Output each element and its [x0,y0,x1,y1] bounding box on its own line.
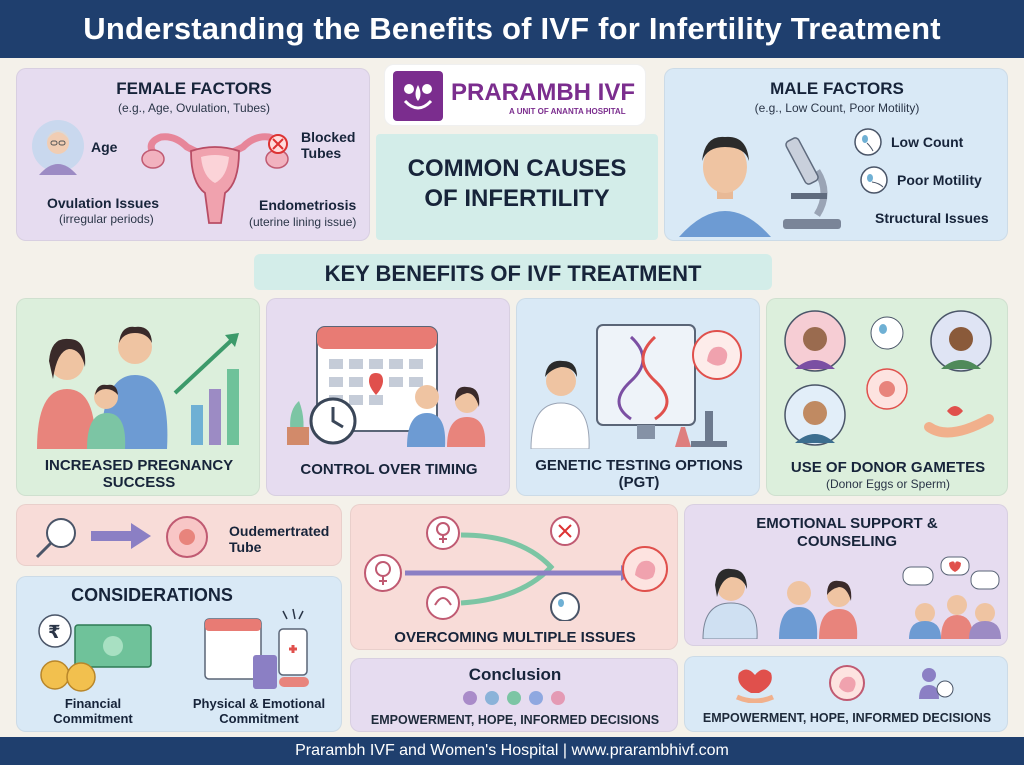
female-factors-title: FEMALE FACTORS [116,79,272,98]
financial-label: Financial Commitment [53,696,133,726]
prarambh-logo-icon [393,71,443,121]
emotional-support-title: EMOTIONAL SUPPORT & COUNSELING [756,515,938,550]
microscope-icon [777,123,847,233]
genetic-testing-icon [527,315,751,449]
male-factors-subtitle: (e.g., Low Count, Poor Motility) [754,101,920,115]
money-icon: ₹ [37,611,157,695]
sperm-icon-2 [859,165,889,195]
page-header: Understanding the Benefits of IVF for In… [0,0,1024,58]
logo-box: PRARAMBH IVF A UNIT OF ANANTA HOSPITAL [384,64,646,126]
counseling-people-icon [695,553,1001,639]
benefit-note-donor: (Donor Eggs or Sperm) [825,477,951,491]
poor-motility-label: Poor Motility [897,172,982,188]
benefit-card-genetic: GENETIC TESTING OPTIONS (PGT) [516,298,760,496]
closing-icons [733,663,963,703]
overcoming-panel: OVERCOMING MULTIPLE ISSUES [350,504,678,650]
conclusion-dot [551,691,565,705]
overcoming-label: OVERCOMING MULTIPLE ISSUES [394,629,636,646]
age-label: Age [91,139,118,155]
emotional-support-panel: EMOTIONAL SUPPORT & COUNSELING [684,504,1008,646]
physical-label: Physical & Emotional Commitment [192,696,326,726]
svg-text:₹: ₹ [48,622,61,643]
calendar-medicine-icon [203,607,323,695]
considerations-panel: CONSIDERATIONS ₹ Financial Commitment Ph… [16,576,342,732]
footer-text[interactable]: Prarambh IVF and Women's Hospital | www.… [295,742,729,759]
endometriosis-note: (uterine lining issue) [249,215,357,229]
sperm-icon-1 [853,127,883,157]
tube-strip-panel: Oudemertrated Tube [16,504,342,566]
tube-label: Oudemertrated Tube [229,523,330,556]
benefit-label-timing: CONTROL OVER TIMING [300,461,478,478]
donor-gametes-icon [779,307,997,447]
pathways-icon [361,511,671,621]
endometriosis-label: Endometriosis [259,197,357,213]
structural-issues-label: Structural Issues [875,210,989,226]
conclusion-title: Conclusion [468,665,562,684]
common-causes-box: COMMON CAUSES OF INFERTILITY [376,134,658,240]
blocked-x-icon [267,133,289,155]
conclusion-dot [485,691,499,705]
logo-name: PRARAMBH IVF [451,79,635,106]
low-count-label: Low Count [891,134,964,150]
ovulation-note: (irregular periods) [59,212,154,226]
benefit-label-genetic: GENETIC TESTING OPTIONS (PGT) [535,457,743,492]
calendar-clock-icon [277,317,501,447]
logo-tagline: A UNIT OF ANANTA HOSPITAL [509,107,626,116]
benefit-card-donor: USE OF DONOR GAMETES (Donor Eggs or Sper… [766,298,1008,496]
benefit-label-donor: USE OF DONOR GAMETES [790,459,986,476]
male-factors-title: MALE FACTORS [770,79,904,98]
closing-panel: EMPOWERMENT, HOPE, INFORMED DECISIONS [684,656,1008,732]
conclusion-dot [463,691,477,705]
page-footer: Prarambh IVF and Women's Hospital | www.… [0,737,1024,765]
elderly-woman-icon [31,117,85,175]
conclusion-text: EMPOWERMENT, HOPE, INFORMED DECISIONS [370,713,660,727]
conclusion-dots [461,689,571,707]
family-growth-icon [31,309,251,449]
conclusion-dot [529,691,543,705]
ovulation-issues-label: Ovulation Issues [47,195,160,211]
closing-text: EMPOWERMENT, HOPE, INFORMED DECISIONS [702,711,992,725]
benefit-card-pregnancy: INCREASED PREGNANCY SUCCESS [16,298,260,496]
conclusion-dot [507,691,521,705]
benefit-card-timing: CONTROL OVER TIMING [266,298,510,496]
page-title: Understanding the Benefits of IVF for In… [83,11,941,46]
key-benefits-title: KEY BENEFITS OF IVF TREATMENT [324,261,702,286]
blocked-tubes-label: Blocked Tubes [301,129,356,162]
uterus-icon [135,123,295,233]
common-causes-title: COMMON CAUSES OF INFERTILITY [407,155,627,212]
benefit-label-pregnancy: INCREASED PREGNANCY SUCCESS [44,457,234,492]
male-factors-panel: MALE FACTORS (e.g., Low Count, Poor Moti… [664,68,1008,241]
considerations-title: CONSIDERATIONS [71,585,233,605]
man-avatar-icon [675,121,775,237]
conclusion-panel: Conclusion EMPOWERMENT, HOPE, INFORMED D… [350,658,678,732]
female-factors-subtitle: (e.g., Age, Ovulation, Tubes) [117,101,271,115]
key-benefits-banner: KEY BENEFITS OF IVF TREATMENT [254,254,772,290]
magnifier-arrow-icon [31,513,231,559]
female-factors-panel: FEMALE FACTORS (e.g., Age, Ovulation, Tu… [16,68,370,241]
